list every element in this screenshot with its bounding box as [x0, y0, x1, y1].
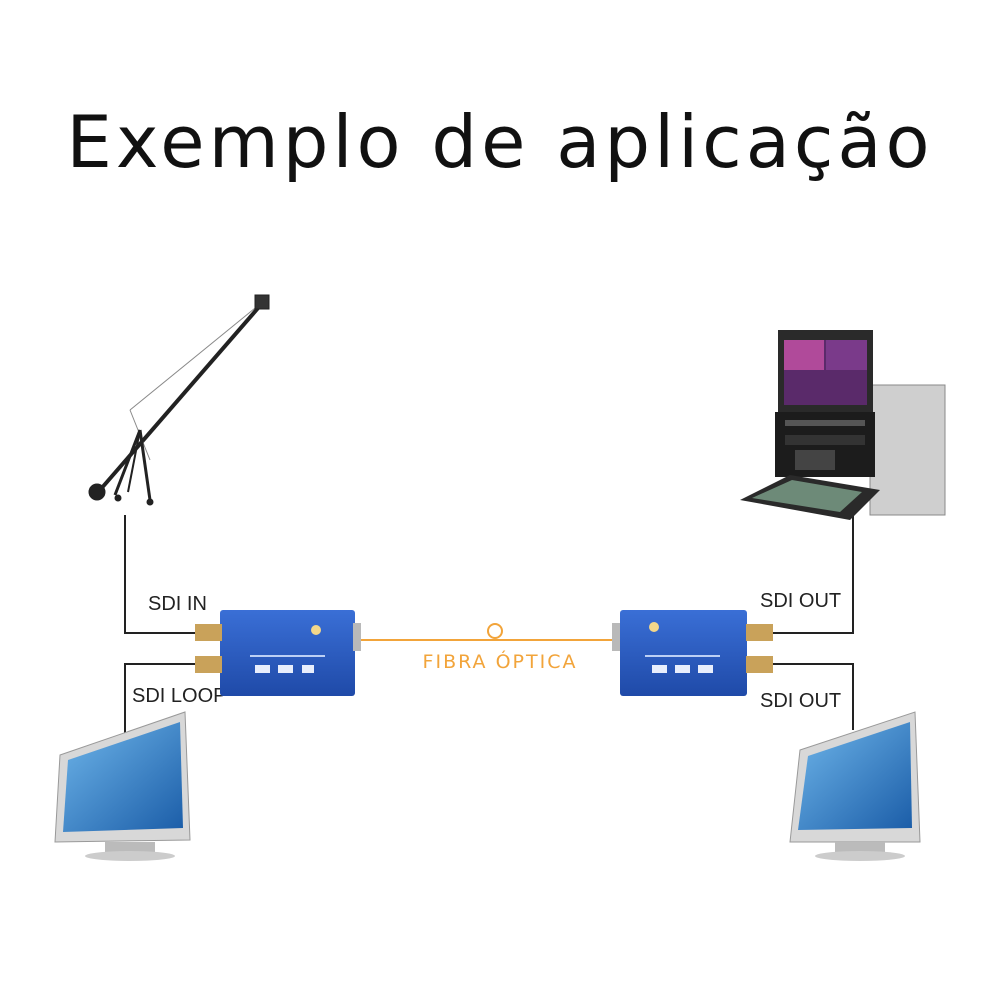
cable-sdi-out-bottom: [768, 663, 854, 730]
sdi-loop-label: SDI LOOP: [132, 685, 226, 707]
monitor-left-icon: [54, 711, 191, 861]
page-title: Exemplo de aplicação: [66, 100, 934, 184]
cable-sdi-out-top: [768, 512, 854, 634]
fiber-transmitter-device: [195, 610, 361, 696]
video-switcher-rack-icon: [740, 330, 946, 520]
camera-crane-icon: [88, 294, 270, 506]
fiber-port-icon: [353, 623, 361, 651]
monitor-right-icon: [789, 711, 921, 861]
sdi-out-bottom-label: SDI OUT: [760, 690, 841, 712]
power-indicator-icon: [311, 625, 321, 635]
bnc-connector-icon: [195, 656, 222, 673]
sdi-in-label: SDI IN: [148, 593, 207, 615]
bnc-connector-icon: [746, 624, 773, 641]
fiber-port-icon: [612, 623, 620, 651]
bnc-connector-icon: [746, 656, 773, 673]
bnc-connector-icon: [195, 624, 222, 641]
cable-sdi-in: [124, 515, 198, 634]
cable-sdi-loop: [124, 663, 198, 735]
fiber-receiver-device: [612, 610, 773, 696]
fiber-loop-icon: [487, 623, 503, 639]
fiber-optic-cable: [357, 623, 612, 641]
power-indicator-icon: [649, 622, 659, 632]
fiber-label: FIBRA ÓPTICA: [423, 649, 578, 673]
sdi-out-top-label: SDI OUT: [760, 590, 841, 612]
